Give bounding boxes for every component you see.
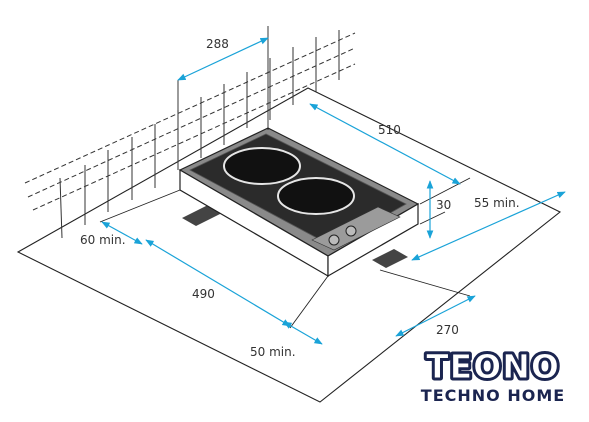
dim-label-55-min: 55 min. <box>474 196 520 210</box>
dim-line-270 <box>395 295 476 337</box>
dim-label-50-min: 50 min. <box>250 345 296 359</box>
hob <box>178 127 420 278</box>
support-bar-left <box>182 205 222 226</box>
dim-label-270: 270 <box>436 323 459 337</box>
dim-label-288: 288 <box>206 37 229 51</box>
dim-label-490: 490 <box>192 287 215 301</box>
control-knob-right-icon <box>345 225 357 237</box>
dim-line-510 <box>309 103 461 185</box>
dim-label-30: 30 <box>436 198 451 212</box>
brand-name-overlay: TEONO <box>426 347 560 386</box>
cooking-zone-front <box>277 177 355 215</box>
dim-line-55 <box>411 191 566 261</box>
wall-studs <box>59 30 340 239</box>
support-bar-right <box>372 249 408 268</box>
dim-label-60-min: 60 min. <box>80 233 126 247</box>
dim-line-288 <box>177 37 269 81</box>
brand-tagline: TECHNO HOME <box>421 386 565 405</box>
dim-line-50 <box>283 321 323 345</box>
dim-line-60 <box>101 221 143 245</box>
dimension-lines <box>101 37 566 345</box>
wall-lines <box>24 32 356 211</box>
control-knob-left-icon <box>328 234 340 246</box>
brand-name: TEONO <box>426 347 560 386</box>
brand-logo: TEONO TEONO TECHNO HOME <box>421 345 565 406</box>
cooking-zone-rear <box>223 147 301 185</box>
dim-label-510: 510 <box>378 123 401 137</box>
dim-line-490 <box>145 239 291 327</box>
